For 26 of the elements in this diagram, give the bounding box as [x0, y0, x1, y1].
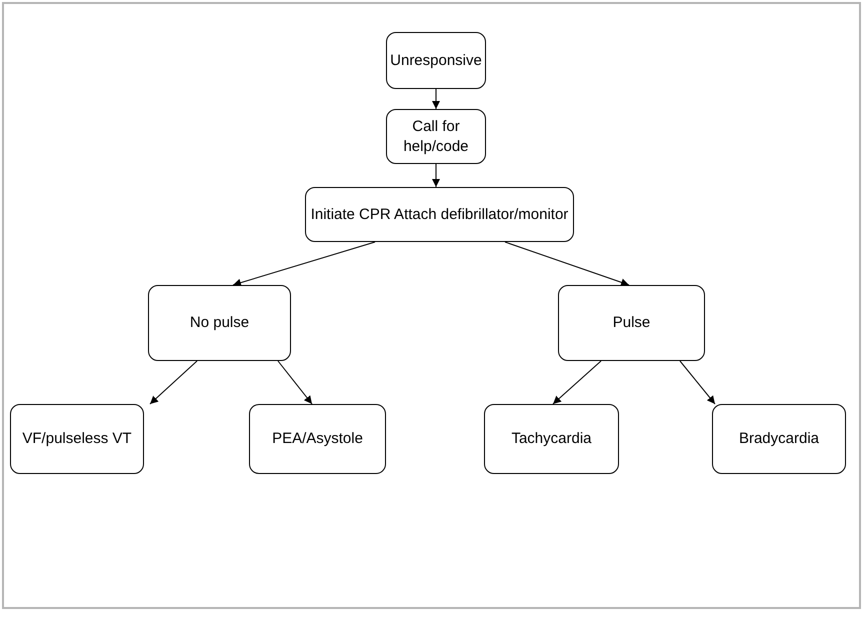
arrow: [432, 88, 440, 110]
process-box: [10, 404, 144, 474]
arrow: [680, 360, 716, 404]
arrow: [552, 360, 602, 404]
box-label: No pulse: [190, 313, 250, 333]
process-box: [484, 404, 619, 474]
box-label: Initiate CPR Attach defibrillator/monitor: [310, 204, 568, 224]
arrow: [150, 360, 198, 404]
process-box: [558, 285, 705, 361]
process-box: [305, 187, 574, 242]
process-box: [386, 32, 486, 89]
box-label: Unresponsive: [390, 50, 482, 70]
box-label: PEA/Asystole: [272, 429, 363, 449]
box-label: Bradycardia: [738, 429, 820, 449]
box-label: VF/pulseless VT: [22, 429, 132, 449]
box-label: Tachycardia: [511, 429, 592, 449]
box-label: Pulse: [612, 313, 650, 333]
arrow: [232, 242, 376, 286]
process-box: [249, 404, 386, 474]
box-label: Call for help/code: [402, 116, 470, 156]
arrow: [278, 360, 312, 404]
process-box: [148, 285, 291, 361]
arrow: [504, 242, 630, 286]
process-box: [712, 404, 846, 474]
process-box: [386, 109, 486, 164]
arrow: [432, 164, 440, 188]
